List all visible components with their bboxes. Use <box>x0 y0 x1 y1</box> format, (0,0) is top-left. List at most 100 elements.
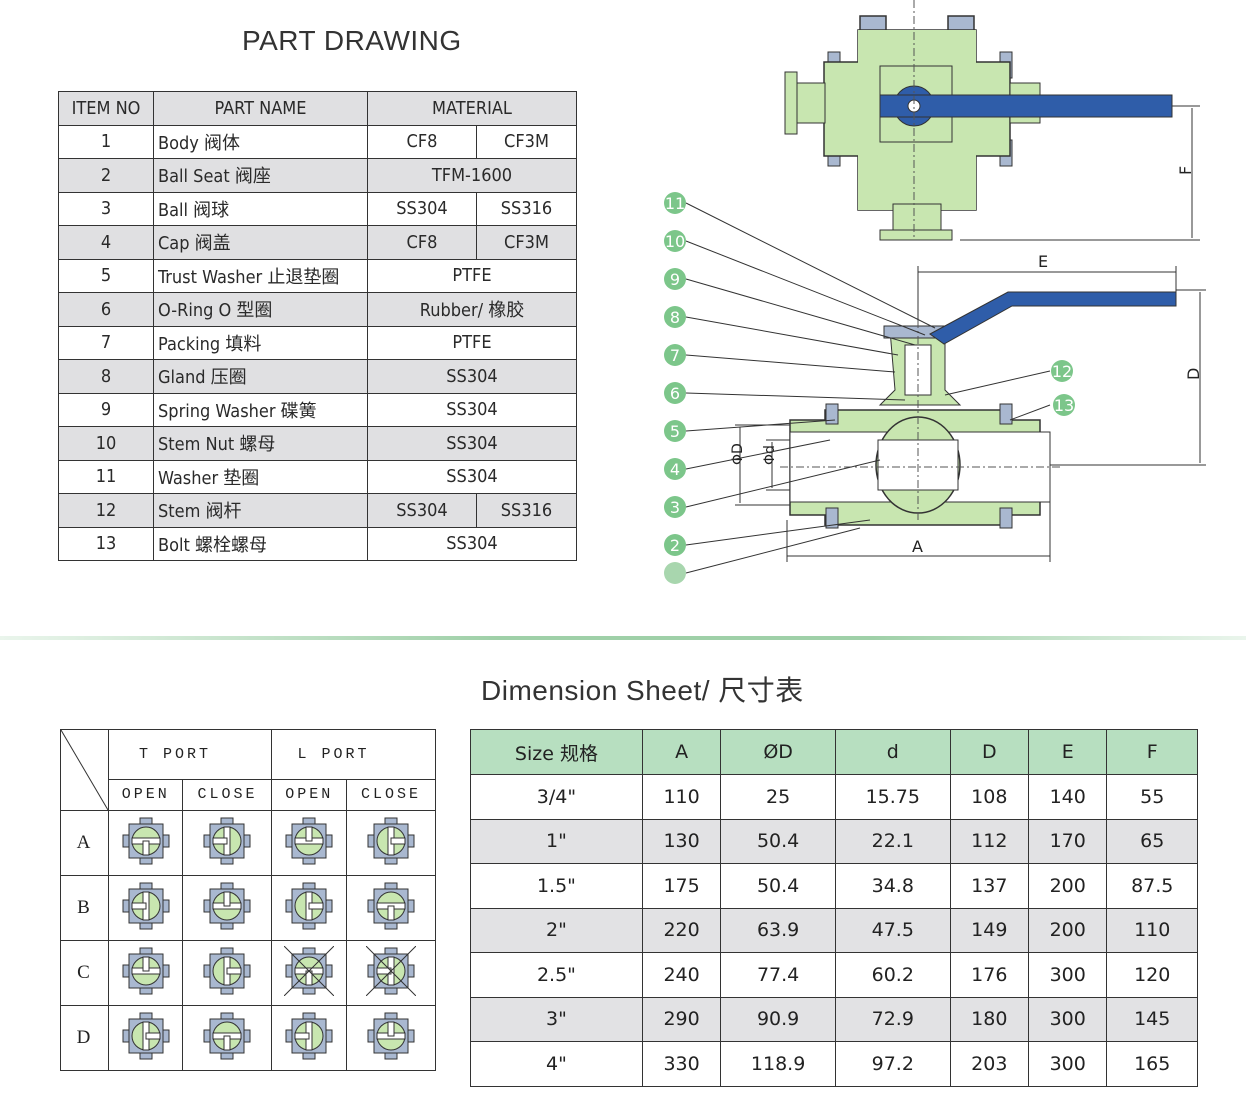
part-name: Washer 垫圈 <box>153 459 368 494</box>
callout-11 <box>664 192 686 214</box>
dim-value-cell: 72.9 <box>834 996 951 1042</box>
dim-f-label: F <box>1176 166 1195 175</box>
dim-value-cell: 60.2 <box>834 952 951 998</box>
callout-label: 8 <box>670 308 680 327</box>
port-cell <box>182 875 273 941</box>
dim-value-cell: 140 <box>1028 774 1108 820</box>
dimension-sheet-title: Dimension Sheet/ 尺寸表 <box>481 675 804 706</box>
part-name: Cap 阀盖 <box>153 225 368 260</box>
part-item-no: 11 <box>58 459 154 494</box>
port-cell <box>182 1005 273 1071</box>
callout-label: 9 <box>670 270 680 289</box>
callout-label: 10 <box>665 232 685 251</box>
callout-label: 13 <box>1054 396 1074 415</box>
header-material: MATERIAL <box>367 91 577 126</box>
valve-port-icon <box>367 817 415 865</box>
dim-value-cell: 149 <box>949 907 1030 953</box>
part-material: PTFE <box>367 325 577 360</box>
part-item-no: 2 <box>58 158 154 193</box>
dim-value-cell: 77.4 <box>720 952 836 998</box>
valve-port-icon <box>285 1012 333 1060</box>
valve-drawing: F E D A <box>664 0 1206 584</box>
callout-7 <box>664 344 686 366</box>
dim-value-cell: 330 <box>641 1041 722 1087</box>
callout-6 <box>664 382 686 404</box>
callout-label: 6 <box>670 384 680 403</box>
part-item-no: 8 <box>58 359 154 394</box>
part-material-2: CF3M <box>476 225 577 260</box>
dim-d-label: D <box>1184 368 1203 380</box>
dim-value-cell: 120 <box>1106 952 1198 998</box>
dim-d: D <box>1050 289 1206 466</box>
diagonal-line <box>61 730 108 810</box>
dim-phid-small: Φd <box>762 445 778 465</box>
dim-value-cell: 220 <box>641 907 722 953</box>
port-row: D <box>60 1005 437 1071</box>
dim-value-cell: 175 <box>641 863 722 909</box>
dim-value-cell: 240 <box>641 952 722 998</box>
dim-value-cell: 87.5 <box>1106 863 1198 909</box>
dim-e-label: E <box>1038 252 1048 271</box>
valve-port-icon <box>284 946 335 996</box>
part-name: Stem 阀杆 <box>153 493 368 528</box>
l-close-header: CLOSE <box>345 778 437 812</box>
part-material-2: SS316 <box>476 191 577 226</box>
valve-port-icon <box>203 1012 251 1060</box>
port-cell <box>345 940 437 1006</box>
dim-value-cell: 200 <box>1028 907 1108 953</box>
part-material-2: CF3M <box>476 124 577 159</box>
dim-size-cell: 3/4" <box>470 774 643 820</box>
dim-value-cell: 15.75 <box>834 774 951 820</box>
valve-port-icon <box>122 947 170 995</box>
t-port-header: T PORT <box>107 729 273 780</box>
dim-value-cell: 97.2 <box>834 1041 951 1087</box>
dim-value-cell: 170 <box>1028 818 1108 864</box>
dim-value-cell: 203 <box>949 1041 1030 1087</box>
valve-port-icon <box>367 882 415 930</box>
dim-size-cell: 2.5" <box>470 952 643 998</box>
dim-header-d: D <box>949 729 1030 775</box>
valve-front-view <box>780 291 1177 529</box>
port-row-label: B <box>60 875 109 941</box>
part-name: O-Ring O 型圈 <box>153 292 368 327</box>
part-item-no: 10 <box>58 426 154 461</box>
callout-label: 3 <box>670 498 680 517</box>
port-cell <box>182 810 273 876</box>
callout-label: 12 <box>1052 362 1072 381</box>
part-material: SS304 <box>367 526 577 561</box>
port-corner-cell <box>60 729 109 811</box>
port-row-label: C <box>60 940 109 1006</box>
part-material-2: SS316 <box>476 493 577 528</box>
part-item-no: 13 <box>58 526 154 561</box>
part-name: Packing 填料 <box>153 325 368 360</box>
part-name: Spring Washer 碟簧 <box>153 392 368 427</box>
callout-3 <box>664 496 686 518</box>
callout-label: 2 <box>670 536 680 555</box>
dim-value-cell: 118.9 <box>720 1041 836 1087</box>
part-material: SS304 <box>367 426 577 461</box>
dim-value-cell: 50.4 <box>720 863 836 909</box>
dim-value-cell: 22.1 <box>834 818 951 864</box>
dim-value-cell: 108 <box>949 774 1030 820</box>
dim-value-cell: 110 <box>641 774 722 820</box>
part-material: Rubber/ 橡胶 <box>367 292 577 327</box>
port-cell <box>271 1005 347 1071</box>
port-cell <box>345 875 437 941</box>
dim-header-d: d <box>834 729 951 775</box>
valve-port-icon <box>203 882 251 930</box>
port-cell <box>107 875 184 941</box>
valve-port-icon <box>122 817 170 865</box>
dim-size-cell: 1.5" <box>470 863 643 909</box>
valve-port-icon <box>365 946 416 996</box>
dim-f: F <box>960 105 1200 241</box>
